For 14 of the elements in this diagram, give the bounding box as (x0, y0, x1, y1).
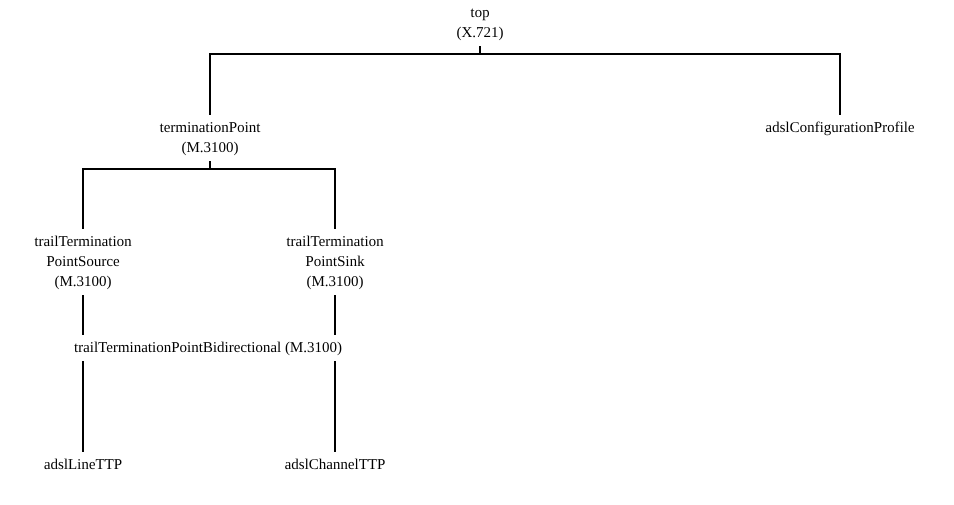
connector-line (334, 295, 336, 335)
connector-line (82, 295, 84, 335)
class-label: trailTerminationPointBidirectional (M.3100) (71, 335, 345, 361)
class-label: adslChannelTTP (268, 452, 402, 478)
class-label: top (X.721) (446, 0, 514, 46)
class-label: adslConfigurationProfile (738, 115, 942, 141)
class-label: adslLineTTP (26, 452, 140, 478)
class-label: trailTermination PointSink (M.3100) (278, 229, 392, 295)
class-label: terminationPoint (M.3100) (143, 115, 277, 161)
class-label: trailTermination PointSource (M.3100) (21, 229, 145, 295)
connector-line (334, 361, 336, 452)
connector-line (82, 361, 84, 452)
connector-line (209, 161, 336, 229)
connector-line (479, 46, 841, 115)
